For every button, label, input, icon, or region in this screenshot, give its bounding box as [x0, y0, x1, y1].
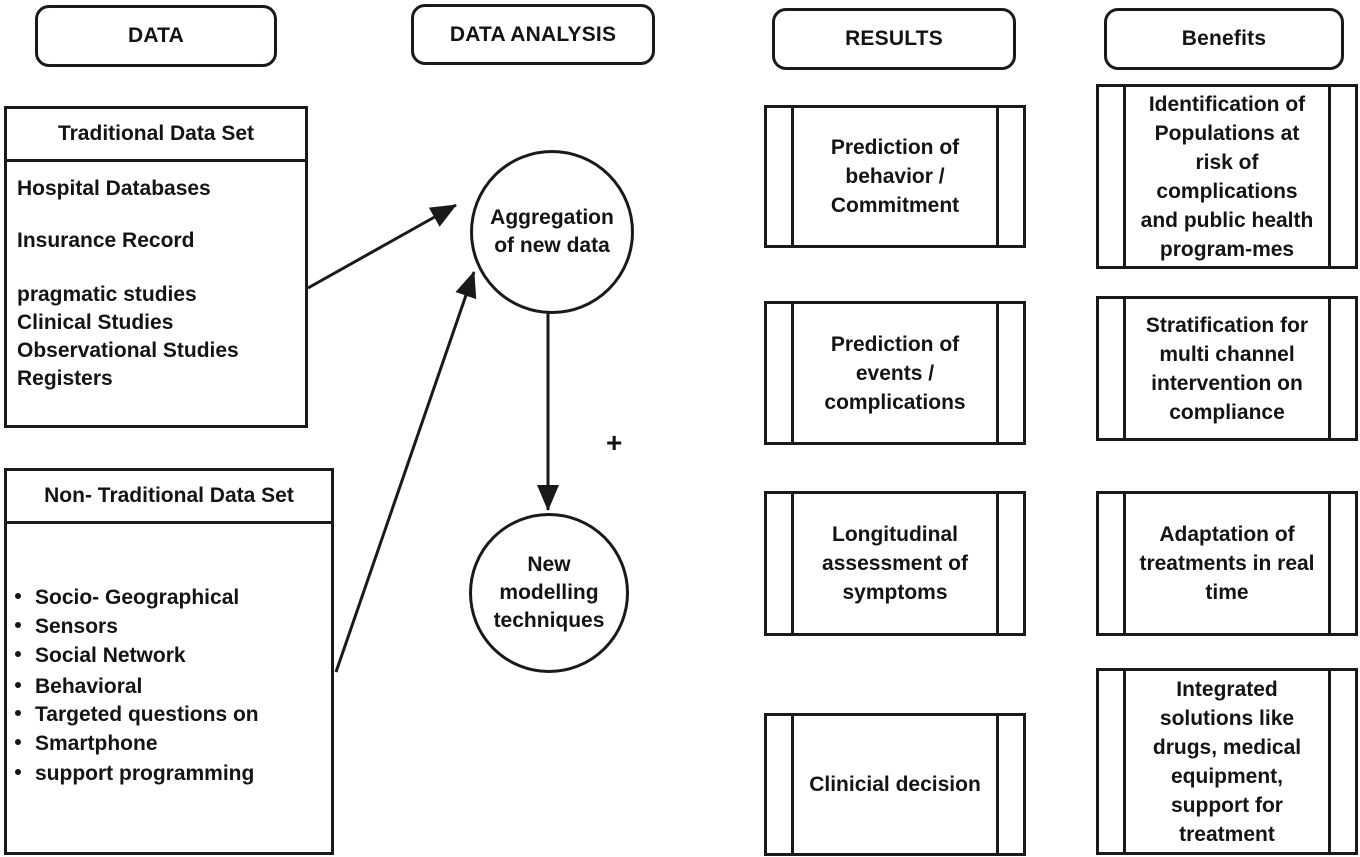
benefit-text: Adaptation of treatments in real time — [1139, 523, 1315, 604]
result-text: Prediction of behavior / Commitment — [830, 136, 960, 217]
non-traditional-item: Social Network — [15, 641, 186, 670]
non-traditional-data-set-box: Non- Traditional Data Set Socio- Geograp… — [4, 468, 334, 855]
non-traditional-item: Sensors — [15, 612, 118, 641]
non-traditional-item: Behavioral — [15, 672, 142, 701]
bullet-icon — [15, 682, 21, 689]
traditional-item-registers: Registers — [17, 367, 113, 390]
result-box-longitudinal: Longitudinal assessment of symptoms — [764, 491, 1026, 636]
benefit-box-identification: Identification of Populations at risk of… — [1096, 84, 1358, 269]
header-data: DATA — [35, 5, 277, 67]
header-data-analysis: DATA ANALYSIS — [411, 4, 655, 65]
header-benefits: Benefits — [1104, 8, 1344, 70]
traditional-data-set-title: Traditional Data Set — [7, 109, 305, 162]
traditional-item-pragmatic-studies: pragmatic studies — [17, 283, 197, 306]
modelling-circle: New modelling techniques — [469, 513, 629, 673]
result-box-events: Prediction of events / complications — [764, 301, 1026, 445]
traditional-item-hospital-databases: Hospital Databases — [17, 177, 211, 200]
bullet-icon — [15, 710, 21, 717]
arrow-non-traditional-to-aggregation — [334, 271, 477, 673]
traditional-item-insurance-record: Insurance Record — [17, 229, 195, 252]
non-traditional-item: Smartphone — [15, 729, 158, 758]
benefit-text: Stratification for multi channel interve… — [1145, 313, 1309, 424]
result-box-behavior: Prediction of behavior / Commitment — [764, 105, 1026, 248]
result-text: Prediction of events / complications — [824, 332, 966, 414]
plus-sign: + — [606, 427, 623, 458]
bullet-icon — [15, 769, 21, 776]
benefit-text: Identification of Populations at risk of… — [1140, 92, 1314, 261]
result-text: Longitudinal assessment of symptoms — [822, 523, 968, 604]
arrow-traditional-to-aggregation — [307, 203, 457, 290]
non-traditional-item: Targeted questions on — [15, 700, 259, 729]
result-text: Clinicial decision — [809, 773, 981, 796]
benefit-box-integrated-solutions: Integrated solutions like drugs, medical… — [1096, 668, 1358, 855]
bullet-icon — [15, 651, 21, 658]
aggregation-circle: Aggregation of new data — [470, 150, 634, 314]
bullet-icon — [15, 739, 21, 746]
non-traditional-data-set-title: Non- Traditional Data Set — [7, 471, 331, 524]
bullet-icon — [15, 622, 21, 629]
benefit-box-stratification: Stratification for multi channel interve… — [1096, 296, 1358, 441]
bullet-icon — [15, 593, 21, 600]
benefit-box-adaptation: Adaptation of treatments in real time — [1096, 491, 1358, 636]
traditional-item-clinical-studies: Clinical Studies — [17, 311, 174, 334]
traditional-data-set-box: Traditional Data Set Hospital Databases … — [4, 106, 308, 428]
header-results: RESULTS — [772, 8, 1016, 70]
traditional-item-observational-studies: Observational Studies — [17, 339, 239, 362]
non-traditional-item: support programming — [15, 759, 254, 788]
result-box-clinical-decision: Clinicial decision — [764, 713, 1026, 856]
benefit-text: Integrated solutions like drugs, medical… — [1152, 677, 1302, 846]
non-traditional-item: Socio- Geographical — [15, 583, 239, 612]
